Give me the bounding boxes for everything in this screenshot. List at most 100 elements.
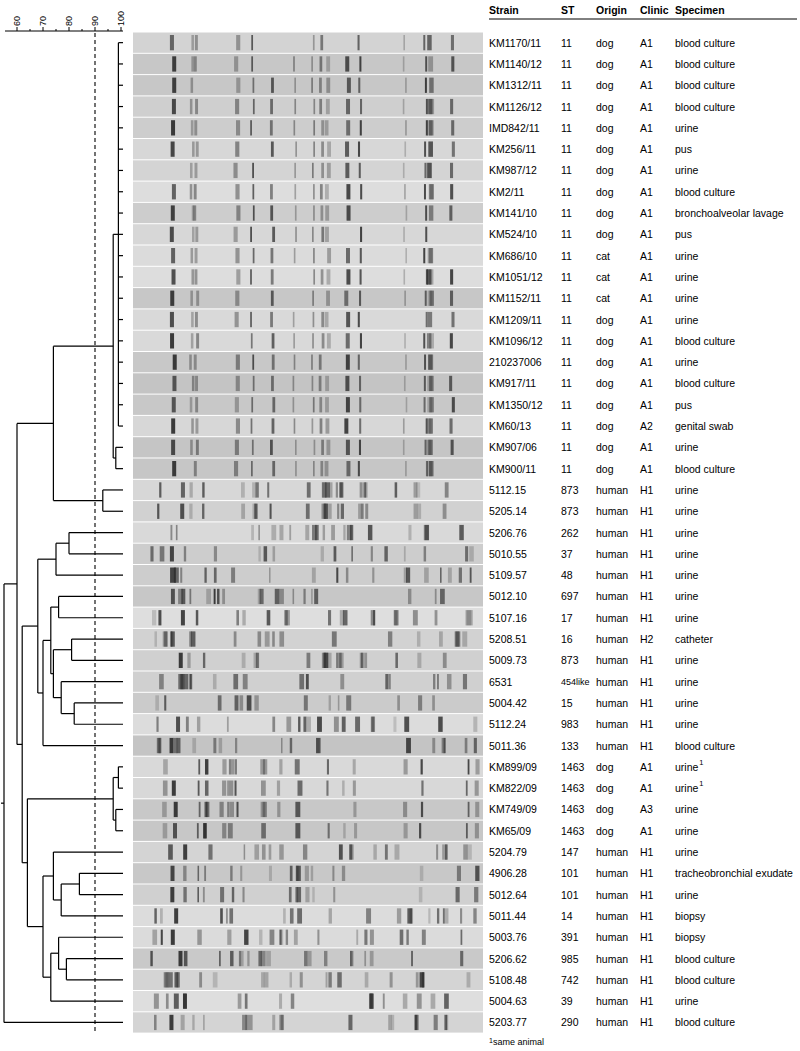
gel-band [271, 291, 274, 306]
gel-band [461, 930, 463, 945]
gel-band [218, 695, 222, 710]
gel-band [194, 184, 197, 199]
table-cell: A1 [640, 291, 653, 305]
tree-branch [51, 953, 59, 954]
gel-band [321, 142, 324, 157]
table-cell: human [596, 952, 628, 966]
gel-band [427, 35, 431, 50]
gel-band [168, 972, 172, 987]
gel-band [235, 738, 237, 753]
gel-band [340, 674, 344, 689]
table-cell: blood culture [675, 973, 735, 987]
gel-band [346, 312, 350, 327]
tree-branch [118, 766, 123, 767]
gel-band [443, 908, 445, 923]
gel-band [427, 461, 432, 476]
table-cell: 5206.62 [489, 952, 527, 966]
gel-band [404, 717, 409, 732]
gel-band [235, 759, 237, 774]
gel-band [416, 482, 420, 497]
gel-band [342, 866, 345, 881]
lane-ground [133, 799, 483, 819]
gel-band [171, 120, 175, 135]
table-cell: A1 [640, 313, 653, 327]
gel-band [156, 717, 158, 732]
gel-band [172, 461, 176, 476]
table-cell: A1 [640, 100, 653, 114]
gel-band [353, 781, 356, 796]
table-cell: A1 [640, 824, 653, 838]
lane-ground [133, 416, 483, 436]
gel-band [321, 312, 324, 327]
gel-band [166, 994, 169, 1009]
lane-ground [133, 970, 483, 990]
gel-band [181, 610, 185, 625]
lane-ground [133, 608, 483, 628]
gel-band [421, 781, 423, 796]
gel-band [404, 333, 406, 348]
gel-band [427, 376, 432, 391]
gel-band [251, 418, 253, 433]
gel-band [250, 269, 252, 284]
gel-band [205, 759, 209, 774]
lane-ground [133, 118, 483, 138]
gel-band [326, 99, 330, 114]
gel-band [428, 142, 432, 157]
tree-branch [43, 977, 51, 978]
gel-band [203, 823, 206, 838]
gel-band [172, 269, 176, 284]
gel-band [186, 717, 189, 732]
table-cell: 742 [561, 973, 579, 987]
gel-band [388, 1015, 392, 1030]
gel-band [361, 653, 364, 668]
gel-band [277, 781, 280, 796]
gel-band [312, 418, 314, 433]
gel-band [296, 887, 301, 902]
tree-branch [74, 702, 123, 703]
gel-band [258, 525, 260, 540]
gel-band [184, 546, 186, 561]
gel-band [214, 546, 217, 561]
table-cell: blood culture [675, 36, 735, 50]
lane-ground [133, 501, 483, 521]
table-cell: urine [675, 611, 698, 625]
gel-band [450, 99, 453, 114]
gel-band [170, 333, 174, 348]
gel-band [403, 269, 405, 284]
gel-band [322, 333, 325, 348]
table-cell: KM1350/12 [489, 398, 543, 412]
gel-band [406, 205, 408, 220]
table-cell: 210237006 [489, 355, 542, 369]
gel-band [176, 717, 180, 732]
gel-band [264, 972, 269, 987]
gel-band [171, 205, 175, 220]
gel-band [313, 99, 315, 114]
gel-band [157, 738, 161, 753]
gel-band [219, 738, 223, 753]
scale-label: 100 [116, 11, 126, 26]
gel-band [260, 589, 264, 604]
gel-band [342, 717, 346, 732]
gel-band [428, 908, 430, 923]
scale-tick [69, 27, 70, 31]
tree-branch [74, 724, 123, 725]
gel-band [152, 930, 157, 945]
lane-ground [133, 778, 483, 798]
table-cell: 4906.28 [489, 866, 527, 880]
gel-band [241, 504, 245, 519]
gel-band [426, 99, 428, 114]
table-cell: 5009.73 [489, 653, 527, 667]
gel-band [403, 994, 408, 1009]
gel-band [321, 227, 324, 242]
table-cell: urine [675, 547, 698, 561]
gel-band [272, 717, 275, 732]
gel-band [346, 440, 350, 455]
gel-band [294, 355, 296, 370]
gel-band [191, 333, 194, 348]
gel-band [271, 248, 274, 263]
gel-band [236, 205, 240, 220]
gel-band [252, 163, 254, 178]
gel-band [456, 631, 461, 646]
lane-ground [133, 693, 483, 713]
table-cell: urine [675, 526, 698, 540]
